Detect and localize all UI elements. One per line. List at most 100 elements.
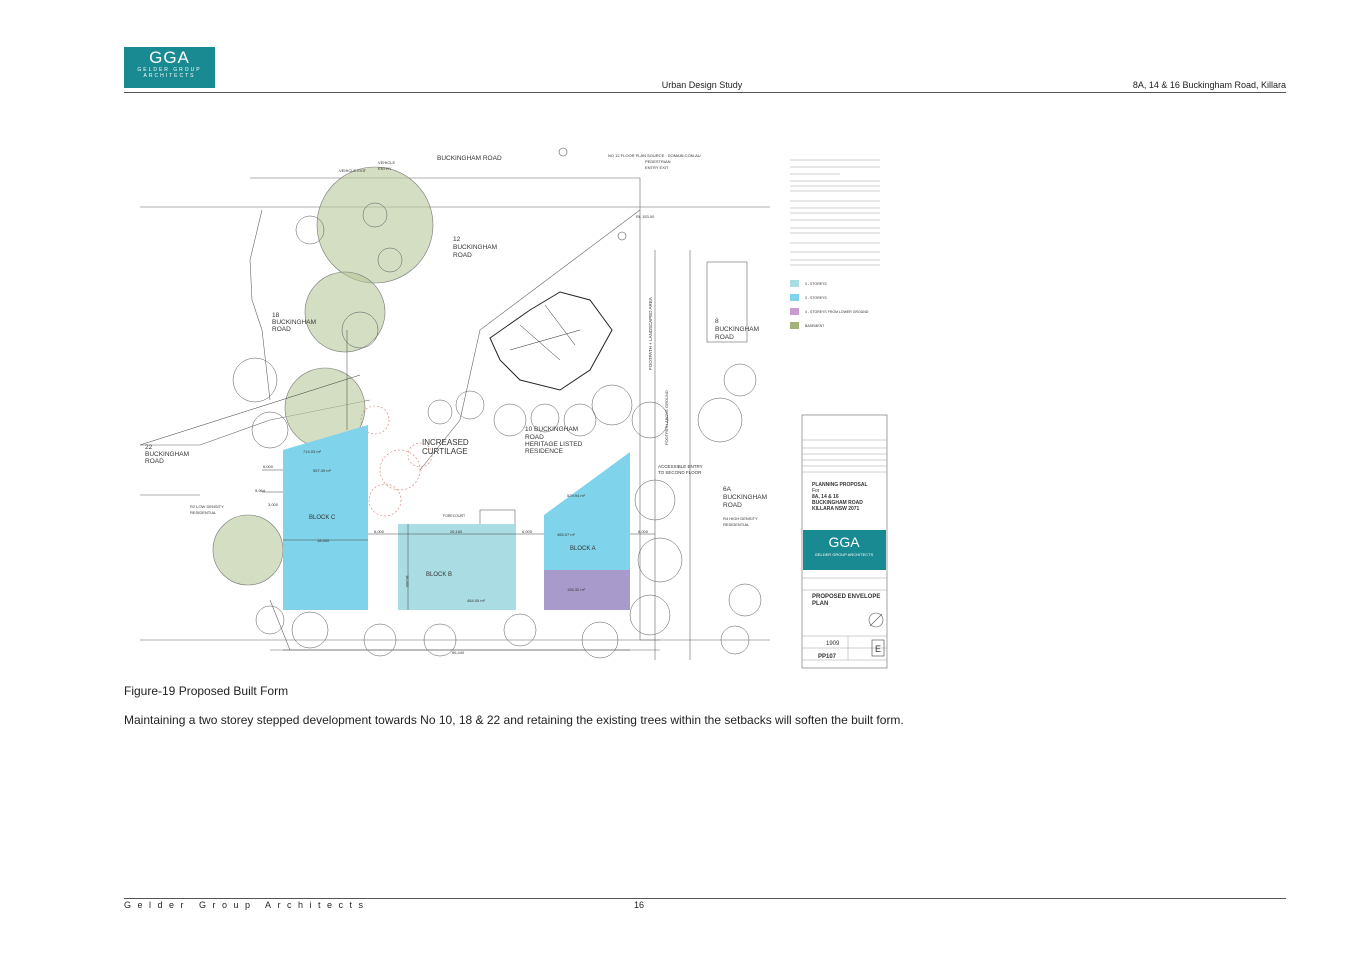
existing-trees: [212, 166, 762, 659]
legend-label: BASEMENT: [805, 324, 825, 328]
dimension-lines: [139, 330, 655, 651]
legend-swatch: [790, 280, 799, 287]
block-c-envelope: [283, 425, 368, 610]
area-a1: 529.94 m²: [567, 493, 586, 498]
north-point-icon: [868, 612, 884, 628]
lot10-street: 10 BUCKINGHAM: [525, 426, 578, 433]
lot10-heritage: HERITAGE LISTED: [525, 441, 583, 448]
figure-caption: Figure-19 Proposed Built Form: [124, 684, 289, 698]
tree-outlines: [232, 202, 762, 659]
block-a-envelope: [544, 452, 630, 570]
drawing-number: PP107: [818, 654, 837, 660]
footer-firm: Gelder Group Architects: [124, 900, 370, 910]
job-number: 1909: [826, 641, 840, 647]
title-block-logo: [803, 530, 886, 570]
lot12-number: 12: [453, 236, 461, 243]
dim-label: 6,000: [263, 464, 274, 469]
dim-label: 18,500: [405, 575, 410, 588]
lot8-road: ROAD: [715, 334, 734, 341]
dim-label: 6,000: [522, 529, 533, 534]
legend: 3 - STOREYS 3 - STOREYS 4 - STOREYS FROM…: [790, 159, 880, 329]
area-c2: 557.39 m²: [313, 468, 332, 473]
heritage-house-footprint: [489, 291, 613, 391]
r4-zone-label: R4 HIGH DENSITY: [723, 516, 758, 521]
lot18-street: BUCKINGHAM: [272, 319, 316, 326]
footpath-above-label: FOOTPATH ABOVE GROUND: [664, 390, 669, 445]
page-number: 16: [634, 900, 645, 910]
curtilage-label-2: CURTILAGE: [422, 447, 468, 456]
lot12-street: BUCKINGHAM: [453, 244, 497, 251]
floor-plan-source-label: NO 12 FLOOR PLAN SOURCE : DOMAIN.COM.AU: [608, 153, 701, 158]
dim-label: 3,000: [268, 502, 279, 507]
tree-canopy: [304, 271, 386, 353]
title-block-logo-text: GGA: [828, 534, 860, 550]
north-arrow-icon: [558, 147, 627, 241]
legend-swatch: [790, 294, 799, 301]
building-envelopes: [283, 425, 630, 610]
rl-label: RL 153.00: [636, 214, 655, 219]
lot22-road: ROAD: [145, 458, 164, 465]
gga-logo: GGA GELDER GROUP ARCHITECTS: [124, 47, 215, 88]
proposal-label: PLANNING PROPOSAL: [812, 482, 868, 488]
site-plan-drawing: BUCKINGHAM ROAD VEHICLE EXIT VEHICLE ENT…: [139, 147, 888, 669]
block-a-label: BLOCK A: [570, 546, 596, 552]
tree-canopy: [212, 514, 284, 586]
area-a2: 465.07 m²: [557, 532, 576, 537]
block-b-envelope: [398, 524, 516, 610]
dim-label: 18,500: [317, 538, 330, 543]
area-a3: 156.32 m²: [567, 587, 586, 592]
lot22-number: 22: [145, 444, 153, 451]
dim-label: 96,440: [452, 650, 465, 655]
lot8-number: 8: [715, 318, 719, 325]
dim-label: 26,160: [450, 529, 463, 534]
dim-label: 6,000: [374, 529, 385, 534]
for-label: For: [812, 488, 820, 494]
plan-labels: BUCKINGHAM ROAD VEHICLE EXIT VEHICLE ENT…: [145, 153, 767, 655]
logo-text: GGA: [149, 48, 190, 67]
legend-label: 4 - STOREYS FROM LOWER GROUND: [805, 310, 869, 314]
vehicle-exit-label: VEHICLE EXIT: [339, 168, 367, 173]
logo-subtext: GELDER GROUP ARCHITECTS: [137, 67, 202, 79]
pedestrian-label: PEDESTRIAN: [645, 159, 671, 164]
road-label: BUCKINGHAM ROAD: [437, 155, 502, 162]
block-c-label: BLOCK C: [309, 515, 336, 521]
r2-residential-label: RESIDENTIAL: [190, 510, 217, 515]
legend-label: 3 - STOREYS: [805, 282, 827, 286]
lot8-street: BUCKINGHAM: [715, 326, 759, 333]
area-b: 484.05 m²: [467, 598, 486, 603]
lot6a-street: BUCKINGHAM: [723, 494, 767, 501]
tree-protection-zones: [360, 405, 433, 517]
title-block-logo-subtext: GELDER GROUP ARCHITECTS: [815, 552, 874, 557]
revision-letter: E: [875, 644, 881, 654]
dim-label: 5,964: [255, 488, 266, 493]
drawing-title-2: PLAN: [812, 601, 828, 607]
footpath-label: FOOTPATH + LANDSCAPED AREA: [648, 297, 653, 370]
tree-canopy: [316, 166, 434, 284]
r4-residential-label: RESIDENTIAL: [723, 522, 750, 527]
legend-swatch: [790, 322, 799, 329]
legend-label: 3 - STOREYS: [805, 296, 827, 300]
forecourt-label: FORECOURT: [443, 514, 466, 518]
address-line-2: BUCKINGHAM ROAD: [812, 500, 863, 506]
lot18-number: 18: [272, 312, 280, 319]
entry-label: ENTRY: [378, 166, 392, 171]
lot12-road: ROAD: [453, 252, 472, 259]
figure-description: Maintaining a two storey stepped develop…: [124, 713, 904, 727]
area-schedule: [790, 159, 880, 266]
lot18-road: ROAD: [272, 326, 291, 333]
dim-label: 6,000: [638, 529, 649, 534]
title-block: PLANNING PROPOSAL For 8A, 14 & 16 BUCKIN…: [801, 414, 888, 669]
vehicle-label: VEHICLE: [378, 160, 395, 165]
address-line-1: 8A, 14 & 16: [812, 494, 839, 500]
header-address: 8A, 14 & 16 Buckingham Road, Killara: [1132, 80, 1286, 90]
lot6a-road: ROAD: [723, 502, 742, 509]
lot10-road: ROAD: [525, 434, 544, 441]
accessible-entry-label: ACCESSIBLE ENTRY: [658, 464, 703, 469]
second-floor-label: TO SECOND FLOOR: [658, 470, 702, 475]
legend-swatch: [790, 308, 799, 315]
lot10-residence: RESIDENCE: [525, 448, 564, 455]
area-c1: 714.03 m²: [303, 449, 322, 454]
lot22-street: BUCKINGHAM: [145, 451, 189, 458]
block-b-label: BLOCK B: [426, 572, 452, 578]
header-title: Urban Design Study: [661, 80, 743, 90]
